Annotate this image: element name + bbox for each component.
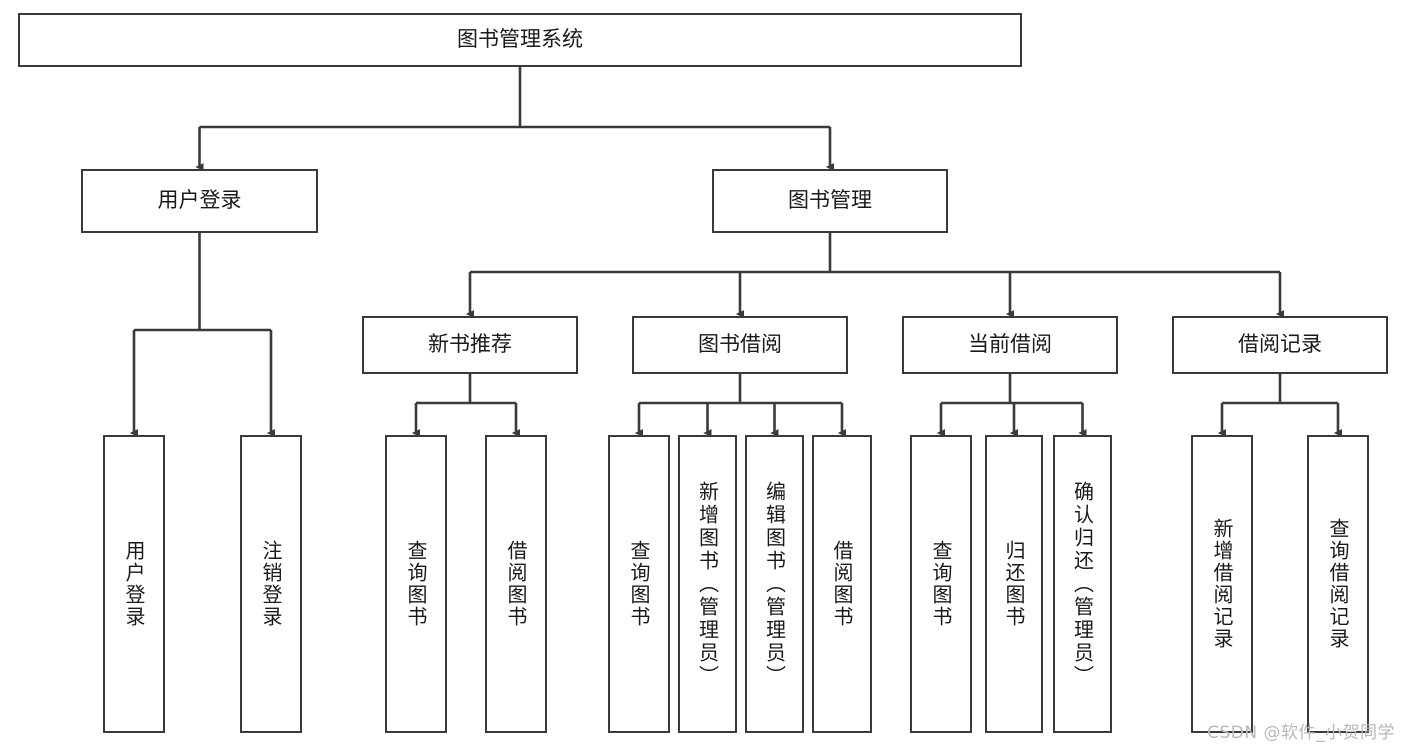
node-label-leaf-borrow-book-2: 借阅图书 — [830, 540, 854, 628]
node-leaf-query-book-1[interactable]: 查询图书 — [385, 435, 447, 733]
node-label-leaf-add-record: 新增借阅记录 — [1210, 518, 1234, 650]
node-leaf-query-record[interactable]: 查询借阅记录 — [1307, 435, 1369, 733]
node-root[interactable]: 图书管理系统 — [18, 13, 1022, 67]
node-label-leaf-user-login: 用户登录 — [122, 540, 146, 628]
node-label-leaf-borrow-book-1: 借阅图书 — [504, 540, 528, 628]
node-label-leaf-query-book-3: 查询图书 — [929, 540, 953, 628]
node-leaf-query-book-2[interactable]: 查询图书 — [608, 435, 670, 733]
node-label-current-borrow: 当前借阅 — [968, 332, 1052, 357]
node-label-borrow-record: 借阅记录 — [1238, 332, 1322, 357]
node-leaf-return-book[interactable]: 归还图书 — [985, 435, 1043, 733]
node-leaf-confirm-return[interactable]: 确认归还（管理员） — [1053, 435, 1112, 733]
edges-group — [129, 67, 1343, 437]
node-leaf-add-record[interactable]: 新增借阅记录 — [1191, 435, 1253, 733]
node-leaf-query-book-3[interactable]: 查询图书 — [910, 435, 972, 733]
node-borrow-record[interactable]: 借阅记录 — [1172, 316, 1388, 374]
node-label-leaf-query-record: 查询借阅记录 — [1326, 518, 1350, 650]
node-current-borrow[interactable]: 当前借阅 — [902, 316, 1118, 374]
node-label-leaf-return-book: 归还图书 — [1002, 540, 1026, 628]
node-leaf-edit-book[interactable]: 编辑图书（管理员） — [745, 435, 804, 733]
node-label-leaf-edit-book: 编辑图书（管理员） — [762, 480, 787, 688]
node-leaf-borrow-book-2[interactable]: 借阅图书 — [812, 435, 872, 733]
node-book-manage[interactable]: 图书管理 — [712, 169, 948, 233]
node-new-book-recommend[interactable]: 新书推荐 — [362, 316, 578, 374]
node-label-leaf-add-book: 新增图书（管理员） — [695, 480, 720, 688]
node-leaf-logout[interactable]: 注销登录 — [240, 435, 302, 733]
node-label-leaf-query-book-2: 查询图书 — [627, 540, 651, 628]
node-leaf-add-book[interactable]: 新增图书（管理员） — [678, 435, 737, 733]
node-book-borrow[interactable]: 图书借阅 — [632, 316, 848, 374]
node-label-book-manage: 图书管理 — [788, 188, 872, 213]
node-label-leaf-query-book-1: 查询图书 — [404, 540, 428, 628]
node-label-leaf-logout: 注销登录 — [259, 540, 283, 628]
node-label-new-book-recommend: 新书推荐 — [428, 332, 512, 357]
node-label-root: 图书管理系统 — [457, 27, 583, 52]
node-user-login[interactable]: 用户登录 — [81, 169, 318, 233]
node-label-leaf-confirm-return: 确认归还（管理员） — [1070, 480, 1095, 688]
node-leaf-borrow-book-1[interactable]: 借阅图书 — [485, 435, 547, 733]
node-label-user-login: 用户登录 — [157, 188, 242, 213]
node-leaf-user-login[interactable]: 用户登录 — [103, 435, 165, 733]
node-label-book-borrow: 图书借阅 — [698, 332, 782, 357]
